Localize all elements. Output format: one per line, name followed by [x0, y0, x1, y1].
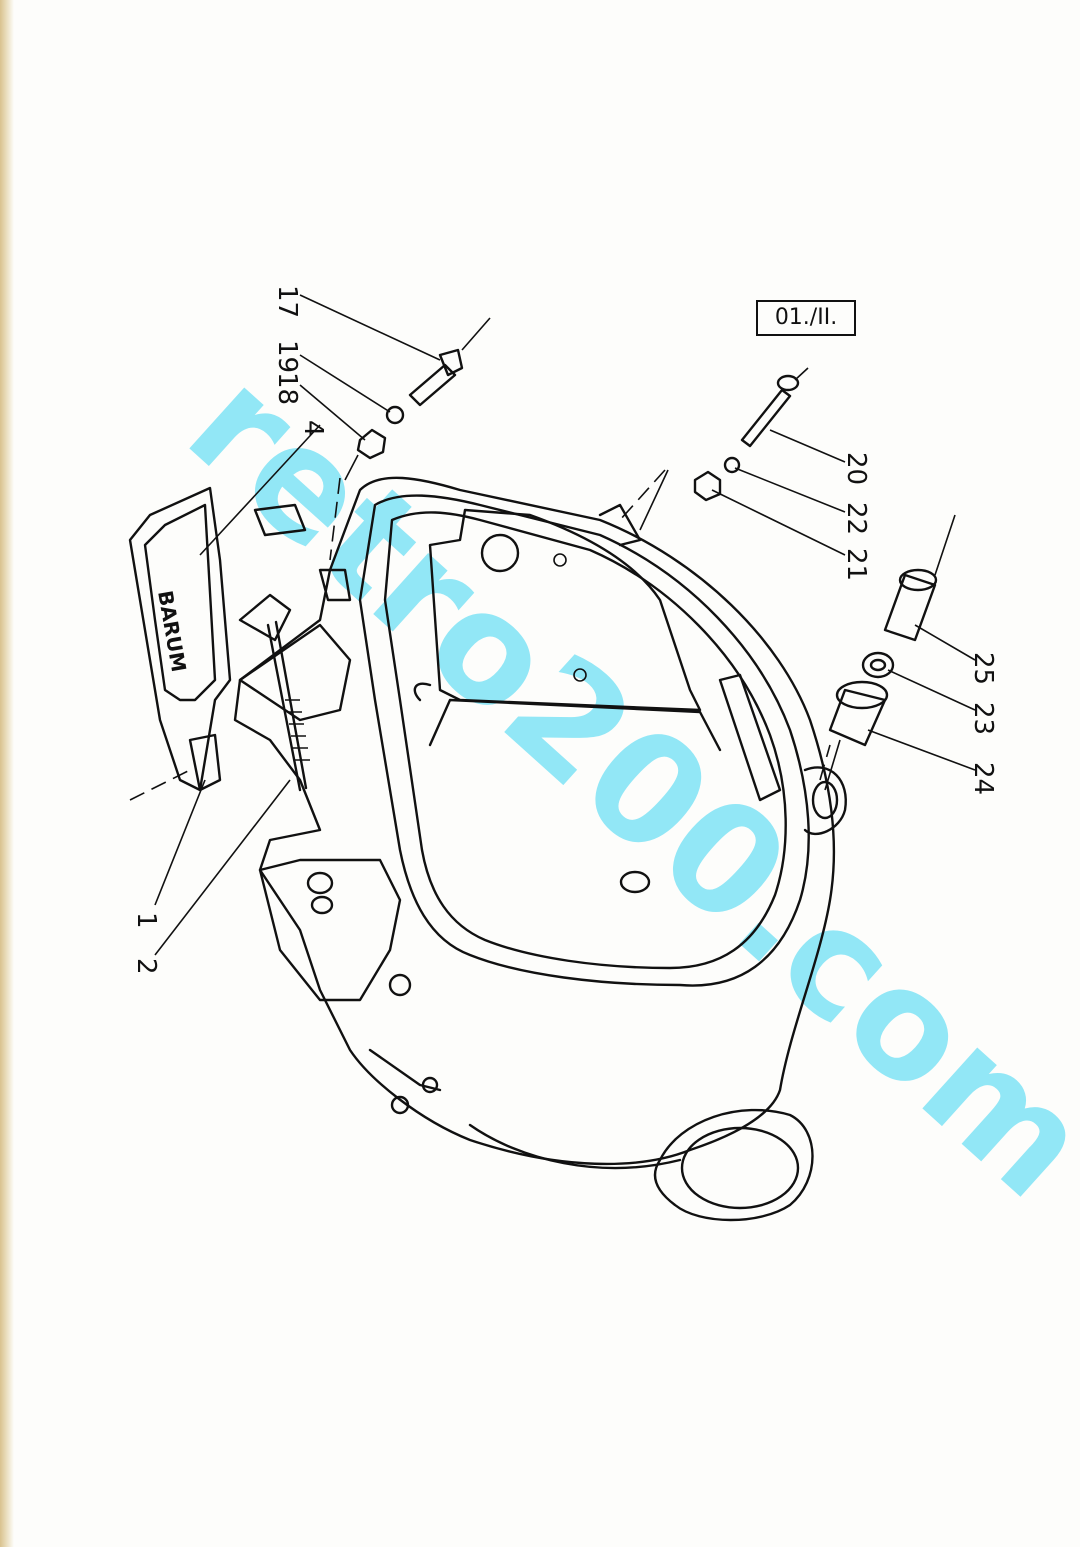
label-24: 24 [968, 762, 998, 795]
label-1: 1 [131, 912, 161, 929]
label-22: 22 [841, 502, 871, 535]
part-labels: 17 19 18 4 20 22 21 25 23 24 1 2 [131, 285, 998, 975]
bolt-assembly-17-18-19 [344, 317, 491, 481]
watermark: retro200.com [156, 337, 1080, 1231]
bushing-assembly-23-24-25 [824, 514, 956, 791]
cover-plate-part-1: BARUM [128, 486, 232, 792]
label-23: 23 [968, 702, 998, 735]
label-17: 17 [272, 285, 302, 318]
drawing-code-box: 01./II. [756, 300, 856, 336]
label-19: 19 [272, 340, 302, 373]
tension-rod-part-2 [238, 593, 310, 792]
label-4: 4 [298, 420, 328, 437]
leader-lines [154, 294, 976, 956]
label-2: 2 [131, 958, 161, 975]
assembly-axis-lines [129, 469, 831, 801]
bolt-assembly-20-21-22 [639, 367, 809, 531]
clip-part-4 [253, 503, 307, 537]
label-25: 25 [968, 652, 998, 685]
label-21: 21 [841, 548, 871, 581]
label-18: 18 [272, 372, 302, 405]
label-20: 20 [841, 452, 871, 485]
brand-plate-text: BARUM [153, 589, 191, 674]
scan-page-edge [0, 0, 14, 1547]
